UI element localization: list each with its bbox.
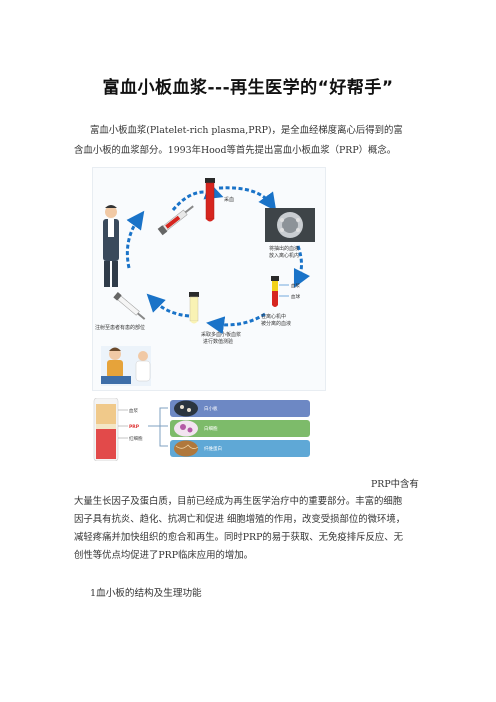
body-line-1: 大量生长因子及蛋白质，目前已经成为再生医学治疗中的重要部分。丰富的细胞: [74, 496, 403, 507]
prp-components-figure: 血浆 PRP 红细胞 白小板 白细胞 纤维蛋白: [90, 397, 318, 462]
step-separated-label-2: 被分离的血液: [261, 320, 291, 327]
bracket-arrow: [148, 407, 168, 447]
plasma-tube-icon: [189, 292, 199, 324]
prp-components-svg: 血浆 PRP 红细胞 白小板 白细胞 纤维蛋白: [93, 397, 310, 462]
body-line-0: PRP中含有: [371, 479, 419, 490]
step-centrifuge-label-2: 放入离心机内: [269, 252, 299, 259]
syringe-blood-icon: [157, 205, 194, 236]
cycle-arrow-left: [125, 210, 145, 269]
cycle-arrow-bottom-right: [206, 312, 266, 335]
blood-tube-icon: [205, 178, 215, 222]
syringe-prp-icon: [113, 292, 146, 320]
component-row-2: [170, 420, 310, 437]
layered-tube-icon: [93, 397, 119, 462]
step-separated-label-1: 在离心机中: [261, 313, 286, 320]
tube-label-prp: PRP: [129, 424, 140, 430]
body-line-4: 创性等优点均促进了PRP临床应用的增加。: [74, 550, 254, 561]
component-label-3: 纤维蛋白: [204, 445, 222, 452]
step-collect-label: 采血: [224, 196, 234, 203]
article-title: 富血小板血浆---再生医学的“好帮手”: [102, 78, 394, 98]
centrifuge-photo: [265, 208, 315, 242]
prp-process-diagram: 采血 将抽出的血液 放入离心机内 血浆 血球 在离心机中 被分离的血液: [92, 167, 326, 391]
body-line-2: 因子具有抗炎、趋化、抗凋亡和促进 细胞增殖的作用，改变受损部位的微环境，: [74, 514, 406, 525]
step-extract-label-1: 采取多血小板血浆: [201, 331, 241, 338]
patient-treatment-illustration: [101, 346, 151, 386]
body-line-3: 减轻疼痛并加快组织的愈合和再生。同时PRP的易于获取、无免疫排斥反应、无: [74, 532, 404, 543]
tube-label-plasma: 血浆: [129, 407, 138, 414]
section-heading: 1血小板的结构及生理功能: [90, 588, 202, 599]
cycle-arrow-right-top: [218, 186, 277, 212]
cycle-arrow-top: [171, 182, 224, 211]
tube-label-rbc: 红细胞: [129, 435, 143, 442]
step-extract-label-2: 进行数值测验: [203, 338, 233, 345]
cycle-arrow-bottom-left: [146, 293, 190, 318]
component-label-1: 白小板: [204, 405, 218, 412]
step-inject-label: 注射至患者有患的部位: [95, 324, 145, 331]
cycle-arrow-right: [293, 245, 311, 289]
prp-cycle-svg: 采血 将抽出的血液 放入离心机内 血浆 血球 在离心机中 被分离的血液: [95, 178, 315, 386]
doctor-figure-icon: [103, 205, 119, 287]
separated-tube-icon: [271, 276, 289, 307]
label-plasma: 血浆: [291, 282, 300, 289]
intro-line-1: 富血小板血浆(Platelet-rich plasma,PRP)，是全血经梯度离…: [90, 125, 403, 136]
step-centrifuge-label-1: 将抽出的血液: [269, 245, 299, 252]
label-rbc: 血球: [291, 293, 300, 300]
component-label-2: 白细胞: [204, 425, 218, 432]
component-row-1: [170, 400, 310, 417]
component-row-3: [170, 440, 310, 457]
intro-line-2: 含血小板的血浆部分。1993年Hood等首先提出富血小板血浆（PRP）概念。: [74, 145, 397, 156]
